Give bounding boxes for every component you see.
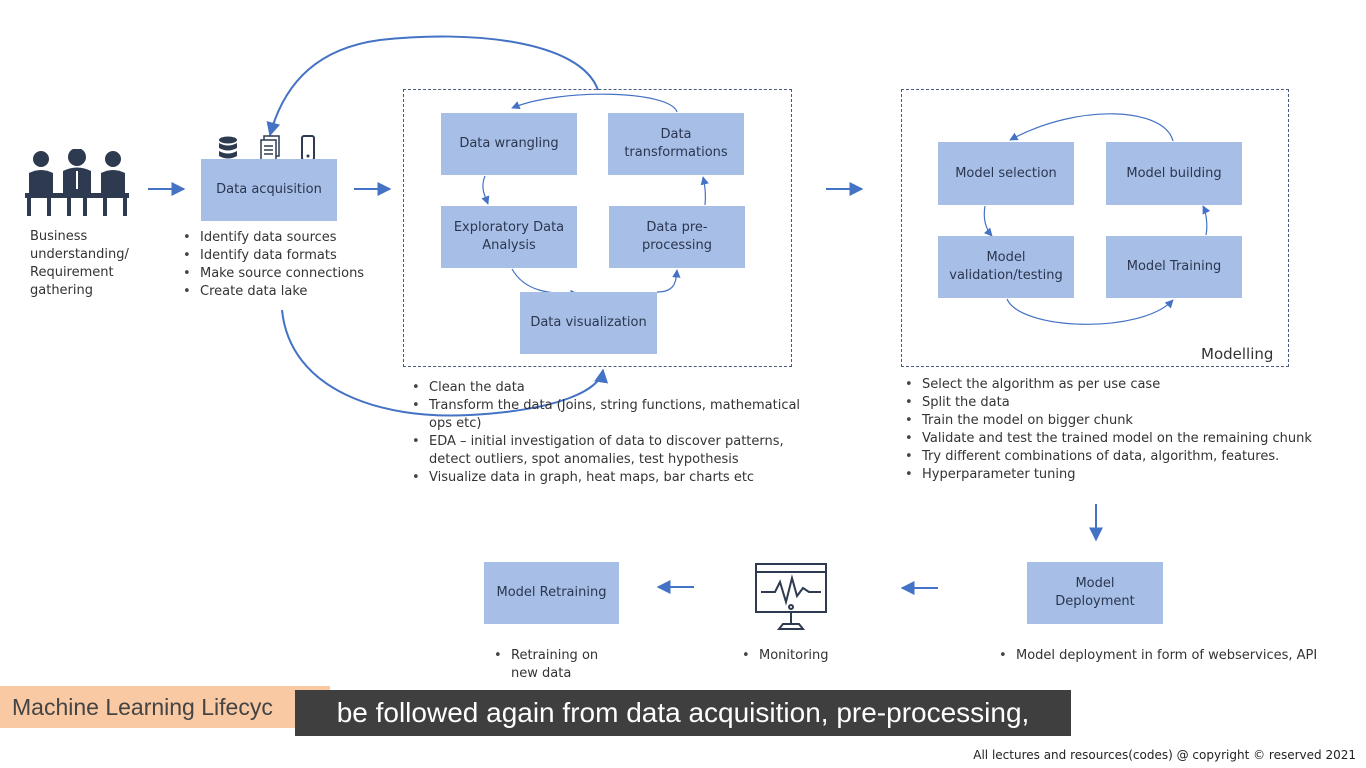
- model-training-box: Model Training: [1106, 236, 1242, 298]
- copyright-footer: All lectures and resources(codes) @ copy…: [973, 748, 1356, 762]
- list-item: Clean the data: [409, 379, 809, 397]
- mobile-phone-icon: [301, 135, 315, 161]
- list-item: Validate and test the trained model on t…: [902, 430, 1342, 448]
- acquisition-bullets: Identify data sources Identify data form…: [180, 229, 390, 301]
- deployment-bullets: Model deployment in form of webservices,…: [996, 647, 1356, 665]
- modelling-title: Modelling: [1201, 345, 1274, 363]
- list-item: Retraining on new data: [491, 647, 621, 683]
- list-item: Monitoring: [739, 647, 859, 665]
- loop-arrow-top: [266, 35, 599, 137]
- exploratory-data-analysis-box: Exploratory Data Analysis: [441, 206, 577, 268]
- data-visualization-box: Data visualization: [520, 292, 657, 354]
- data-acquisition-box: Data acquisition: [201, 159, 337, 221]
- list-item: Identify data sources: [180, 229, 390, 247]
- database-icon: [219, 136, 237, 159]
- list-item: Make source connections: [180, 265, 390, 283]
- list-item: Transform the data (Joins, string functi…: [409, 397, 809, 433]
- list-item: Try different combinations of data, algo…: [902, 448, 1342, 466]
- list-item: Select the algorithm as per use case: [902, 376, 1342, 394]
- list-item: Split the data: [902, 394, 1342, 412]
- model-retraining-box: Model Retraining: [484, 562, 619, 624]
- list-item: Train the model on bigger chunk: [902, 412, 1342, 430]
- list-item: Hyperparameter tuning: [902, 466, 1342, 484]
- list-item: Model deployment in form of webservices,…: [996, 647, 1356, 665]
- preparation-bullets: Clean the data Transform the data (Joins…: [409, 379, 809, 487]
- data-transformations-box: Data transformations: [608, 113, 744, 175]
- business-meeting-icon: [25, 149, 129, 216]
- model-deployment-box: Model Deployment: [1027, 562, 1163, 624]
- monitoring-icon: [755, 563, 827, 630]
- modelling-group: [901, 89, 1289, 367]
- data-wrangling-box: Data wrangling: [441, 113, 577, 175]
- model-validation-box: Model validation/testing: [938, 236, 1074, 298]
- data-preprocessing-box: Data pre-processing: [609, 206, 745, 268]
- monitoring-bullets: Monitoring: [739, 647, 859, 665]
- video-subtitle: be followed again from data acquisition,…: [295, 690, 1071, 736]
- retraining-bullets: Retraining on new data: [491, 647, 621, 683]
- course-title-tag: Machine Learning Lifecyc: [0, 686, 330, 728]
- model-selection-box: Model selection: [938, 142, 1074, 205]
- list-item: EDA – initial investigation of data to d…: [409, 433, 809, 469]
- list-item: Visualize data in graph, heat maps, bar …: [409, 469, 809, 487]
- list-item: Create data lake: [180, 283, 390, 301]
- list-item: Identify data formats: [180, 247, 390, 265]
- business-understanding-label: Business understanding/ Requirement gath…: [30, 229, 129, 298]
- model-building-box: Model building: [1106, 142, 1242, 205]
- documents-icon: [260, 135, 280, 161]
- data-preparation-group: [403, 89, 792, 367]
- modelling-bullets: Select the algorithm as per use case Spl…: [902, 376, 1342, 484]
